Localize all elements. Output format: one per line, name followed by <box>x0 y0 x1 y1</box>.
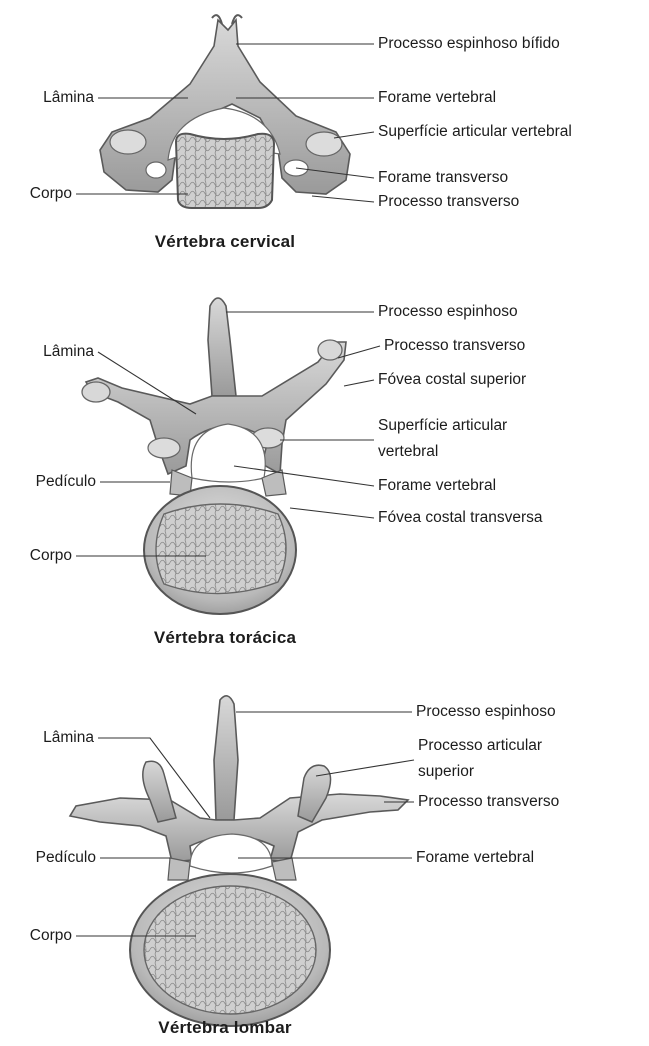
label-toracica-forame-vertebral: Forame vertebral <box>378 476 496 496</box>
label-lombar-pediculo: Pedículo <box>10 848 96 868</box>
cervical-articular-right <box>306 132 342 156</box>
label-toracica-fovea-costal-superior: Fóvea costal superior <box>378 370 526 390</box>
caption-cervical: Vértebra cervical <box>110 232 340 252</box>
label-cervical-forame-vertebral: Forame vertebral <box>378 88 496 108</box>
thoracic-vertebra-drawing <box>82 298 346 614</box>
label-cervical-processo-espinhoso-bifido: Processo espinhoso bífido <box>378 34 560 54</box>
label-toracica-lamina: Lâmina <box>20 342 94 362</box>
label-toracica-fovea-costal-transversa: Fóvea costal transversa <box>378 508 543 528</box>
label-cervical-superficie-articular: Superfície articular vertebral <box>378 122 572 142</box>
label-cervical-corpo: Corpo <box>10 184 72 204</box>
label-cervical-forame-transverso: Forame transverso <box>378 168 508 188</box>
thoracic-costal-facet-left <box>82 382 110 402</box>
label-lombar-corpo: Corpo <box>10 926 72 946</box>
cervical-articular-left <box>110 130 146 154</box>
thoracic-spinous-process <box>208 298 236 396</box>
thoracic-body <box>156 504 286 594</box>
label-toracica-superficie-articular-l2: vertebral <box>378 442 438 462</box>
caption-toracica: Vértebra torácica <box>110 628 340 648</box>
label-lombar-processo-espinhoso: Processo espinhoso <box>416 702 556 722</box>
thoracic-costal-facet-right <box>318 340 342 360</box>
label-cervical-lamina: Lâmina <box>20 88 94 108</box>
cervical-body <box>176 134 274 208</box>
label-lombar-processo-transverso: Processo transverso <box>418 792 559 812</box>
lumbar-vertebra-drawing <box>70 696 408 1026</box>
cervical-bifid-spine <box>212 15 242 24</box>
caption-lombar: Vértebra lombar <box>110 1018 340 1038</box>
lumbar-spinous-process <box>214 696 238 820</box>
lumbar-body <box>144 886 316 1014</box>
label-lombar-forame-vertebral: Forame vertebral <box>416 848 534 868</box>
label-lombar-processo-articular-l2: superior <box>418 762 474 782</box>
thoracic-articular-left <box>148 438 180 458</box>
label-lombar-processo-articular-l1: Processo articular <box>418 736 542 756</box>
label-lombar-lamina: Lâmina <box>20 728 94 748</box>
label-toracica-processo-espinhoso: Processo espinhoso <box>378 302 518 322</box>
cervical-transverse-foramen-left <box>146 162 166 178</box>
label-toracica-processo-transverso: Processo transverso <box>384 336 525 356</box>
label-toracica-corpo: Corpo <box>10 546 72 566</box>
label-cervical-processo-transverso: Processo transverso <box>378 192 519 212</box>
label-toracica-pediculo: Pedículo <box>10 472 96 492</box>
label-toracica-superficie-articular-l1: Superfície articular <box>378 416 507 436</box>
